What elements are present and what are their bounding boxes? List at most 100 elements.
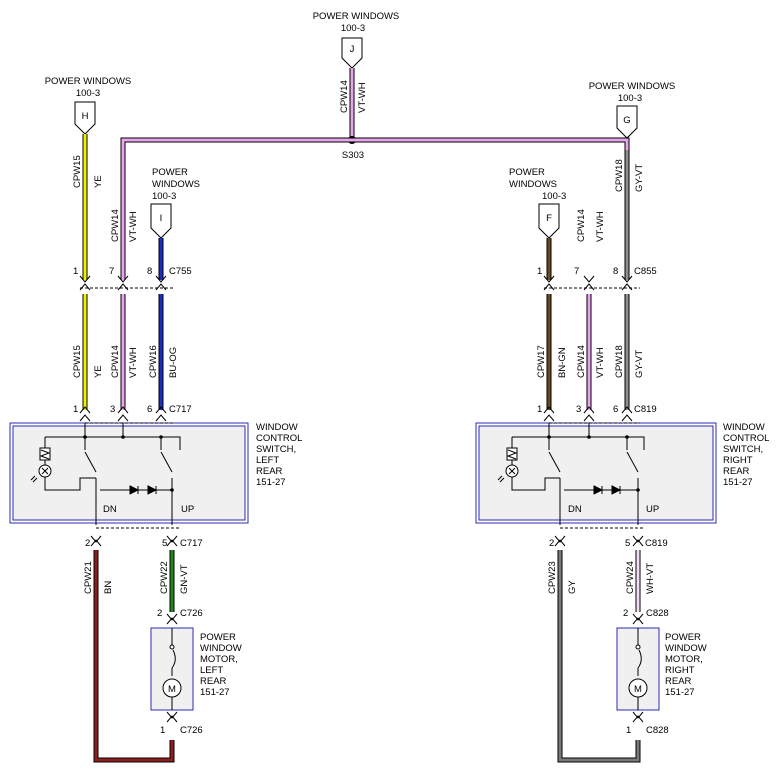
left-motor-label-1: POWER bbox=[200, 632, 236, 643]
left-top-circuit: CPW15 bbox=[72, 155, 83, 188]
c755-bu-terminal-icon bbox=[155, 275, 167, 291]
c819-bottom-name: C819 bbox=[645, 538, 668, 549]
c717-bottom-pin-dn: 2 bbox=[85, 538, 90, 549]
c819-vt-terminal-icon bbox=[583, 406, 595, 422]
c717-bu-terminal-icon bbox=[155, 406, 167, 422]
left-motor-label-2: WINDOW bbox=[200, 643, 242, 654]
splice-s303-label: S303 bbox=[342, 150, 364, 161]
right-switch-node-2 bbox=[587, 435, 591, 439]
right-switch-label-2: CONTROL bbox=[723, 433, 769, 444]
c819-up-terminal-icon bbox=[632, 535, 644, 547]
c819-top-pin-vt: 3 bbox=[576, 404, 581, 415]
right-out-wh-circuit: CPW24 bbox=[625, 561, 636, 594]
c819-dn-terminal-icon bbox=[554, 535, 566, 547]
c855-pin-vt: 7 bbox=[574, 266, 579, 277]
c717-dn-terminal-icon bbox=[90, 535, 102, 547]
left-top-connector-pin: H bbox=[82, 111, 89, 122]
left-switch-up: UP bbox=[181, 504, 194, 515]
c819-bottom-pin-dn: 2 bbox=[549, 538, 554, 549]
left-lower-bu-color: BU-OG bbox=[168, 347, 179, 378]
left-motor-symbol: M bbox=[168, 684, 176, 695]
right-mid-connector-pin: F bbox=[546, 213, 552, 224]
left-switch-label-1: WINDOW bbox=[256, 422, 298, 433]
left-switch-dn: DN bbox=[103, 504, 117, 515]
right-switch-label-1: WINDOW bbox=[723, 422, 765, 433]
c755-pin-vt: 7 bbox=[109, 266, 114, 277]
left-switch-label-2: CONTROL bbox=[256, 433, 302, 444]
left-switch-label-6: 151-27 bbox=[256, 477, 286, 488]
c717-bottom-name: C717 bbox=[180, 538, 203, 549]
left-motor-schematic-icon bbox=[162, 628, 182, 710]
left-mid-connector-pin: I bbox=[160, 213, 163, 224]
c717-bottom-pin-up: 5 bbox=[162, 538, 167, 549]
right-top-connector-ref: 100-3 bbox=[618, 93, 642, 104]
c819-top-name: C819 bbox=[634, 404, 657, 415]
right-mid-connector-pin-icon bbox=[538, 203, 560, 239]
right-lower-bn-circuit: CPW17 bbox=[536, 345, 547, 378]
left-switch-label-3: SWITCH, bbox=[256, 444, 296, 455]
left-mid-connector-pin-icon bbox=[150, 203, 172, 239]
left-top-connector-title: POWER WINDOWS bbox=[45, 76, 132, 87]
right-top-connector-title: POWER WINDOWS bbox=[589, 81, 676, 92]
right-out-gy-color: GY bbox=[567, 580, 578, 594]
right-mid-connector-title-2: WINDOWS bbox=[509, 179, 557, 190]
top-color-code: VT-WH bbox=[357, 82, 368, 113]
right-switch-label-4: RIGHT bbox=[723, 455, 753, 466]
right-top-color-code: GY-VT bbox=[634, 164, 645, 192]
c828-bottom-pin: 1 bbox=[626, 725, 631, 736]
c755-pin-ye: 1 bbox=[73, 266, 78, 277]
c717-vt-terminal-icon bbox=[117, 406, 129, 422]
c828-bottom-name: C828 bbox=[646, 725, 669, 736]
left-switch-label-5: REAR bbox=[256, 466, 283, 477]
right-motor-label-3: MOTOR, bbox=[665, 654, 703, 665]
c717-top-pin-bu: 6 bbox=[147, 404, 152, 415]
c855-pin-bn: 1 bbox=[537, 266, 542, 277]
c855-gy-terminal-icon bbox=[621, 275, 633, 291]
left-top-connector-pin-icon bbox=[74, 101, 96, 135]
right-lower-gy-circuit: CPW18 bbox=[614, 345, 625, 378]
left-switch-node-2 bbox=[121, 435, 125, 439]
right-switch-dn: DN bbox=[568, 504, 582, 515]
top-circuit: CPW14 bbox=[339, 80, 350, 113]
c819-top-pin-bn: 1 bbox=[537, 404, 542, 415]
right-switch-label-3: SWITCH, bbox=[723, 444, 763, 455]
left-motor-label-4: LEFT bbox=[200, 665, 223, 676]
left-switch-node-3 bbox=[159, 435, 163, 439]
right-motor-label-4: RIGHT bbox=[665, 665, 695, 676]
right-top-circuit: CPW18 bbox=[614, 159, 625, 192]
left-top-connector-ref: 100-3 bbox=[76, 88, 100, 99]
right-motor-label-5: REAR bbox=[665, 676, 692, 687]
wire-gy bbox=[558, 550, 640, 762]
right-lower-vt-color: VT-WH bbox=[595, 347, 606, 378]
c755-name: C755 bbox=[169, 266, 192, 277]
left-lower-ye-circuit: CPW15 bbox=[72, 345, 83, 378]
right-motor-label-1: POWER bbox=[665, 632, 701, 643]
c726-top-pin: 2 bbox=[157, 608, 162, 619]
right-switch-schematic-icon bbox=[497, 423, 645, 525]
left-out-gn-circuit: CPW22 bbox=[159, 561, 170, 594]
left-switch-label-4: LEFT bbox=[256, 455, 279, 466]
c819-top-pin-gy: 6 bbox=[613, 404, 618, 415]
c726-bottom-pin: 1 bbox=[160, 725, 165, 736]
c755-vt-terminal-icon bbox=[117, 275, 129, 291]
right-lower-vt-circuit: CPW14 bbox=[576, 345, 587, 378]
left-mid-connector-title-2: WINDOWS bbox=[152, 179, 200, 190]
left-switch-schematic-icon bbox=[30, 423, 181, 525]
c717-top-pin-vt: 3 bbox=[110, 404, 115, 415]
left-switch-inner bbox=[12, 425, 246, 521]
top-connector-title: POWER WINDOWS bbox=[313, 11, 400, 22]
right-top-connector-pin-icon bbox=[616, 105, 638, 139]
right-motor-schematic-icon bbox=[628, 628, 648, 710]
c819-gy-terminal-icon bbox=[621, 406, 633, 422]
left-out-bn-circuit: CPW21 bbox=[83, 561, 94, 594]
c717-top-pin-ye: 1 bbox=[73, 404, 78, 415]
left-mid-connector-title-1: POWER bbox=[152, 167, 188, 178]
right-motor-symbol: M bbox=[634, 684, 642, 695]
right-mid-connector-title-1: POWER bbox=[509, 167, 545, 178]
top-connector-pin-icon bbox=[341, 37, 363, 69]
left-out-bn-color: BN bbox=[103, 581, 114, 594]
left-motor-label-5: REAR bbox=[200, 676, 227, 687]
left-lower-bu-circuit: CPW16 bbox=[148, 345, 159, 378]
right-switch-node-3 bbox=[625, 435, 629, 439]
